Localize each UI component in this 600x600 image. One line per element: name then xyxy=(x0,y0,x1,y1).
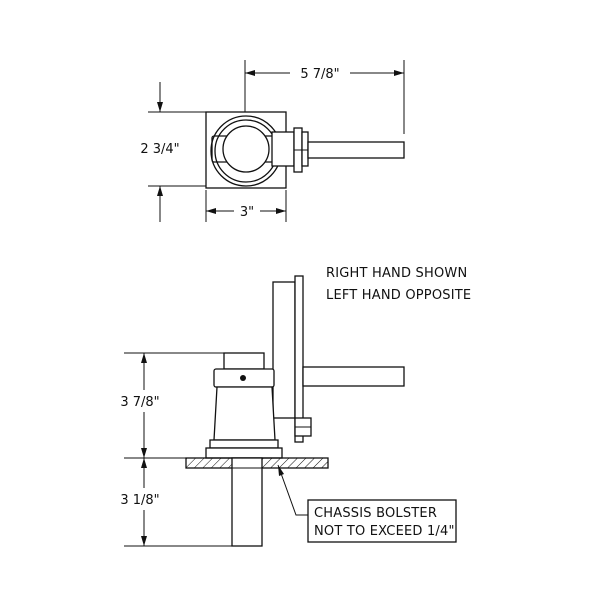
side-view-body xyxy=(213,386,276,441)
note-right-hand: RIGHT HAND SHOWN xyxy=(326,266,467,281)
dim-overall-length-label: 5 7/8" xyxy=(300,67,339,82)
bolster-callout-line1: CHASSIS BOLSTER xyxy=(314,506,437,521)
top-view-hub xyxy=(222,125,270,173)
dim-base-width: 3" xyxy=(205,190,287,222)
dim-lower-height: 3 1/8" xyxy=(120,458,232,547)
dim-upper-height-label: 3 7/8" xyxy=(120,395,159,410)
side-view-plate-edge xyxy=(294,275,304,443)
side-view-plate xyxy=(272,281,296,419)
dim-height: 2 3/4" xyxy=(140,82,206,222)
note-left-hand: LEFT HAND OPPOSITE xyxy=(326,288,471,303)
top-view-shaft xyxy=(307,141,405,159)
bolster-callout-line2: NOT TO EXCEED 1/4" xyxy=(314,524,455,539)
side-view-set-screw xyxy=(240,375,246,381)
side-view-hub-cap xyxy=(223,352,265,370)
dim-height-label: 2 3/4" xyxy=(140,142,179,157)
top-view-nut xyxy=(301,131,309,167)
dim-overall-length: 5 7/8" xyxy=(244,60,405,134)
side-view-stem xyxy=(231,457,263,547)
side-view-flange xyxy=(209,439,279,449)
side-view: RIGHT HAND SHOWN LEFT HAND OPPOSITE xyxy=(120,266,471,547)
side-view-shaft xyxy=(302,366,405,387)
dim-base-width-label: 3" xyxy=(240,205,254,220)
side-view-flange-base xyxy=(205,447,283,459)
top-view: 5 7/8" 2 3/4" 3" xyxy=(140,60,405,222)
dim-lower-height-label: 3 1/8" xyxy=(120,493,159,508)
dim-upper-height: 3 7/8" xyxy=(120,352,224,459)
bolster-callout-box xyxy=(307,499,457,543)
top-view-mounting-plate xyxy=(271,131,295,167)
bolster-callout: CHASSIS BOLSTER NOT TO EXCEED 1/4" xyxy=(277,464,457,543)
